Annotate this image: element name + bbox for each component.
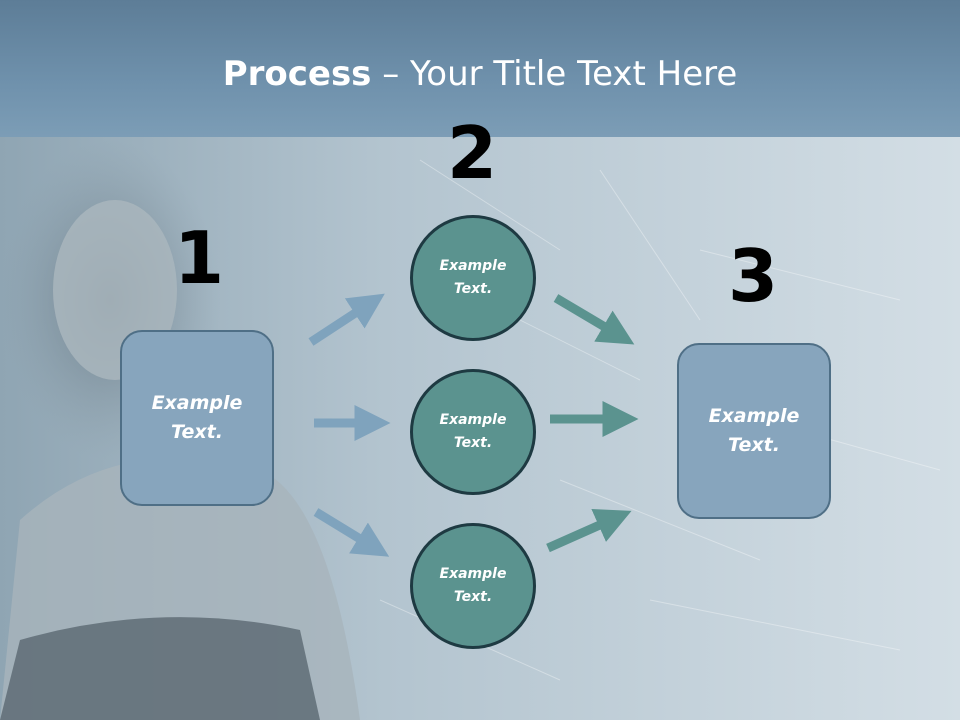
circle-top[interactable]: Example Text. — [410, 215, 536, 341]
page-title: Process – Your Title Text Here — [0, 52, 960, 96]
arrow-left-to-bottom — [313, 508, 390, 557]
step-number-2: 2 — [446, 111, 498, 195]
title-bar — [0, 0, 960, 137]
circle-top-text: Example Text. — [439, 258, 507, 297]
right-box-text: Example Text. — [708, 405, 800, 456]
step-number-1: 1 — [173, 216, 225, 300]
left-box[interactable]: Example Text. — [120, 330, 274, 506]
right-box[interactable]: Example Text. — [677, 343, 831, 519]
arrow-bottom-to-right — [546, 509, 632, 553]
step-number-3: 3 — [727, 234, 779, 318]
title-rest: – Your Title Text Here — [371, 54, 738, 94]
title-bold: Process — [222, 54, 372, 94]
arrow-left-to-top — [308, 293, 385, 346]
circle-bottom-text: Example Text. — [439, 566, 507, 605]
arrow-top-to-right — [553, 294, 635, 345]
circle-middle[interactable]: Example Text. — [410, 369, 536, 495]
circle-middle-text: Example Text. — [439, 412, 507, 451]
circle-bottom[interactable]: Example Text. — [410, 523, 536, 649]
left-box-text: Example Text. — [151, 392, 243, 443]
